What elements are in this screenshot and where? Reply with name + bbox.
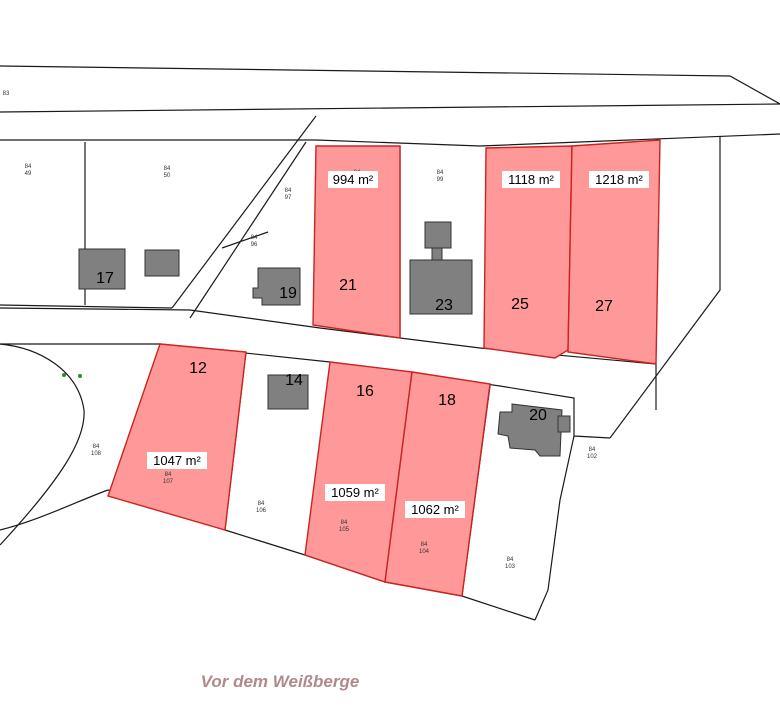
building-14 xyxy=(267,374,309,410)
plot-27-number: 27 xyxy=(595,298,613,315)
plot-27-area xyxy=(567,139,661,365)
plot-12-area-label: 1047 m² xyxy=(153,453,201,468)
plot-16-area-label: 1059 m² xyxy=(331,485,379,500)
parcel-id-105-top: 84 xyxy=(341,520,348,526)
parcel-id-102: 102 xyxy=(587,454,598,460)
parcel-id-103-top: 84 xyxy=(507,557,514,563)
building-17b xyxy=(144,249,180,277)
plot-25-number: 25 xyxy=(511,296,529,313)
parcel-id-49-top: 84 xyxy=(25,164,32,170)
plot-16-number: 16 xyxy=(356,383,374,400)
parcel-id-105: 105 xyxy=(339,527,350,533)
plot-12-area xyxy=(107,343,247,531)
plot-27-area-label: 1218 m² xyxy=(595,172,643,187)
house-number-19: 19 xyxy=(279,285,297,302)
building-23b xyxy=(431,247,443,261)
parcel-id-97: 97 xyxy=(285,195,292,201)
house-number-14: 14 xyxy=(285,372,303,389)
parcel-id-99: 99 xyxy=(437,177,444,183)
plots-for-sale xyxy=(107,139,661,597)
parcel-id-50-top: 84 xyxy=(164,166,171,172)
parcel-id-83: 83 xyxy=(3,91,10,97)
plot-21-area-label: 994 m² xyxy=(333,172,374,187)
parcel-id-107-top: 84 xyxy=(165,472,172,478)
parcel-id-96-top: 84 xyxy=(251,235,258,241)
plot-21-area xyxy=(312,145,401,339)
plot-18-number: 18 xyxy=(438,392,456,409)
tree-marker xyxy=(78,374,82,378)
parcel-id-108-top: 84 xyxy=(93,444,100,450)
tree-marker xyxy=(62,373,66,377)
building-19 xyxy=(252,267,301,306)
parcel-id-102-top: 84 xyxy=(589,447,596,453)
house-number-20: 20 xyxy=(529,407,547,424)
parcel-id-97-top: 84 xyxy=(285,188,292,194)
plot-labels: 994 m² 21 1118 m² 25 1218 m² 27 12 1047 … xyxy=(147,171,649,518)
plot-25-area-label: 1118 m² xyxy=(508,172,554,187)
parcel-id-104-top: 84 xyxy=(421,542,428,548)
parcel-id-107: 107 xyxy=(163,479,174,485)
plot-21-number: 21 xyxy=(339,277,357,294)
street-name-label: Vor dem Weißberge xyxy=(200,672,360,691)
building-23 xyxy=(409,259,473,315)
building-17 xyxy=(78,248,126,290)
plot-18-area-label: 1062 m² xyxy=(411,502,459,517)
plot-18-area xyxy=(384,371,491,597)
top-road xyxy=(0,65,780,147)
building-23a xyxy=(424,221,452,249)
house-number-23: 23 xyxy=(435,297,453,314)
building-20b xyxy=(557,415,571,433)
buildings xyxy=(78,221,571,457)
plot-25-area xyxy=(483,145,573,359)
parcel-ids: 83 84 49 84 50 84 97 84 96 84 84 99 84 1… xyxy=(3,91,598,570)
parcel-id-99-top: 84 xyxy=(437,170,444,176)
parcel-id-103: 103 xyxy=(505,564,516,570)
parcel-id-108: 108 xyxy=(91,451,102,457)
parcel-id-49: 49 xyxy=(25,171,32,177)
house-number-17: 17 xyxy=(96,270,114,287)
parcel-id-106: 106 xyxy=(256,508,267,514)
parcel-id-104: 104 xyxy=(419,549,430,555)
parcel-id-96: 96 xyxy=(251,242,258,248)
parcel-id-50: 50 xyxy=(164,173,171,179)
building-20 xyxy=(497,403,563,457)
house-numbers: 17 19 23 14 20 xyxy=(96,270,547,424)
parcel-id-106-top: 84 xyxy=(258,501,265,507)
plot-12-number: 12 xyxy=(189,360,207,377)
